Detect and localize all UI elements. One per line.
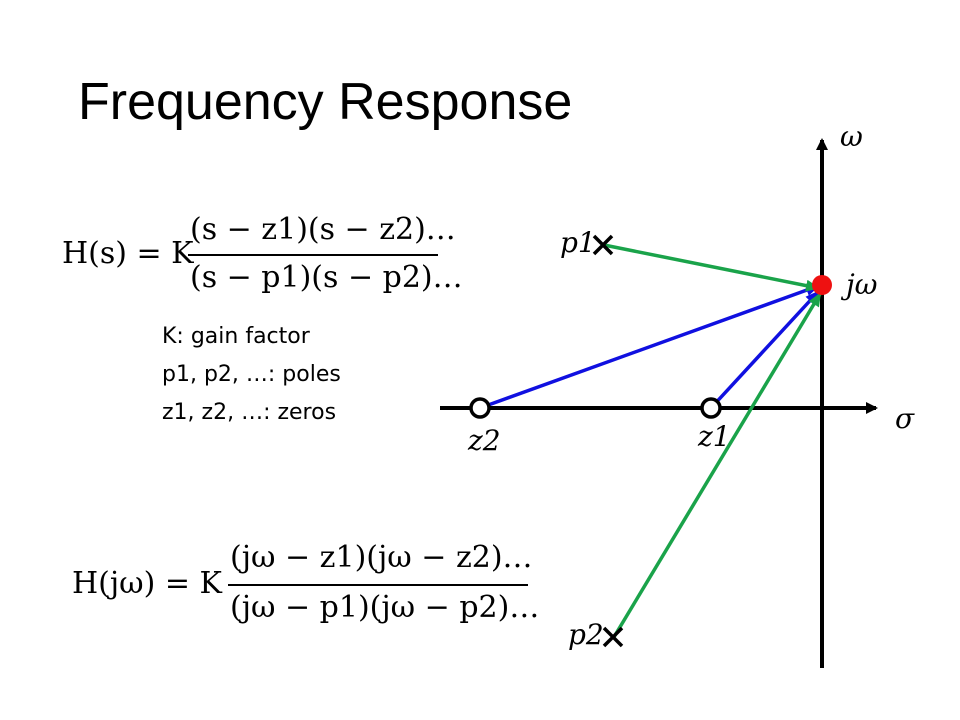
equation-s-fraction-bar	[188, 254, 438, 256]
definitions: K: gain factor p1, p2, …: poles z1, z2, …	[162, 318, 341, 432]
equation-jw-fraction-bar	[228, 584, 528, 586]
equation-s-lhs: H(s) = K	[62, 236, 194, 271]
pole1-vector	[603, 243, 820, 292]
jw-point-label: jω	[846, 268, 878, 301]
zero2-label: z2	[468, 424, 501, 457]
zero1-label-text: z1	[698, 420, 731, 453]
sigma-axis-label: σ	[895, 402, 915, 435]
slide-title: Frequency Response	[78, 73, 573, 131]
pole1-label-text: p1	[560, 226, 596, 259]
equation-jw-lhs: H(jω) = K	[72, 566, 222, 601]
zero1-label: z1	[698, 420, 731, 453]
poles-definition: p1, p2, …: poles	[162, 362, 341, 387]
zero1-vector	[709, 290, 820, 410]
equation-jw-denominator: (jω − p1)(jω − p2)…	[230, 590, 540, 625]
pole1-label: p1	[560, 226, 596, 259]
equation-s-denominator: (s − p1)(s − p2)…	[190, 260, 463, 295]
omega-axis-label: ω	[840, 120, 863, 153]
zero1-marker	[700, 397, 722, 419]
equation-s: H(s) = K (s − z1)(s − z2)… (s − p1)(s − …	[62, 212, 463, 302]
jw-point	[812, 275, 832, 295]
pole2-vector	[612, 292, 822, 638]
zero2-vector	[479, 284, 820, 410]
zero2-label-text: z2	[468, 424, 501, 457]
equation-s-numerator: (s − z1)(s − z2)…	[190, 212, 456, 247]
pole2-marker	[602, 626, 624, 648]
pole1-marker	[592, 234, 614, 256]
zeros-definition: z1, z2, …: zeros	[162, 400, 337, 425]
gain-definition: K: gain factor	[162, 324, 310, 349]
zero2-marker	[469, 397, 491, 419]
equation-jw: H(jω) = K (jω − z1)(jω − z2)… (jω − p1)(…	[72, 540, 539, 635]
equation-jw-numerator: (jω − z1)(jω − z2)…	[230, 540, 533, 575]
pole2-label: p2	[568, 618, 604, 651]
pole2-label-text: p2	[568, 618, 604, 651]
